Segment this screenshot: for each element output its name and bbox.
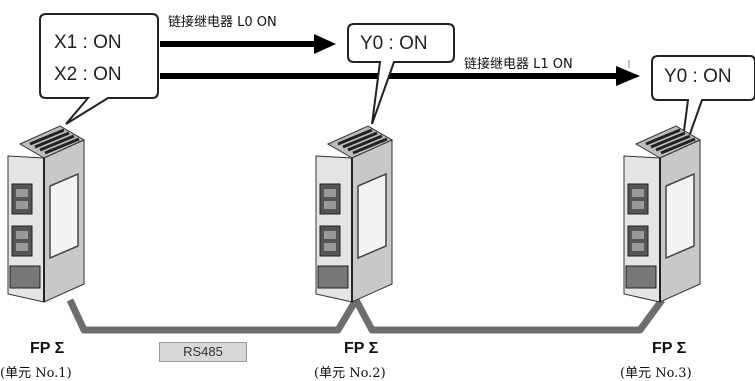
- bubble-unit3-text: Y0 : ON: [664, 66, 732, 87]
- plc-unit-1: [6, 124, 86, 304]
- bubble-unit2-text: Y0 : ON: [360, 33, 428, 54]
- link-label-l1: 链接继电器 L1 ON: [464, 57, 573, 72]
- speech-bubble-unit1: [39, 13, 159, 125]
- unit1-model: FP Σ: [30, 340, 65, 357]
- rs485-cable: [66, 296, 665, 334]
- rs485-label: RS485: [159, 342, 247, 362]
- unit2-label: (单元 No.2): [314, 366, 386, 381]
- unit2-model: FP Σ: [344, 340, 379, 357]
- speech-bubble-unit2: [347, 23, 455, 125]
- bubble-x1-text: X1 : ON: [54, 32, 122, 53]
- unit1-label: (单元 No.1): [0, 366, 72, 381]
- link-arrow-l0: [160, 34, 336, 54]
- link-label-l0: 链接继电器 L0 ON: [168, 15, 277, 30]
- unit3-label: (单元 No.3): [620, 366, 692, 381]
- plc-unit-2: [314, 124, 394, 304]
- plc-unit-3: [622, 124, 702, 304]
- bubble-x2-text: X2 : ON: [54, 64, 122, 85]
- unit3-model: FP Σ: [652, 340, 687, 357]
